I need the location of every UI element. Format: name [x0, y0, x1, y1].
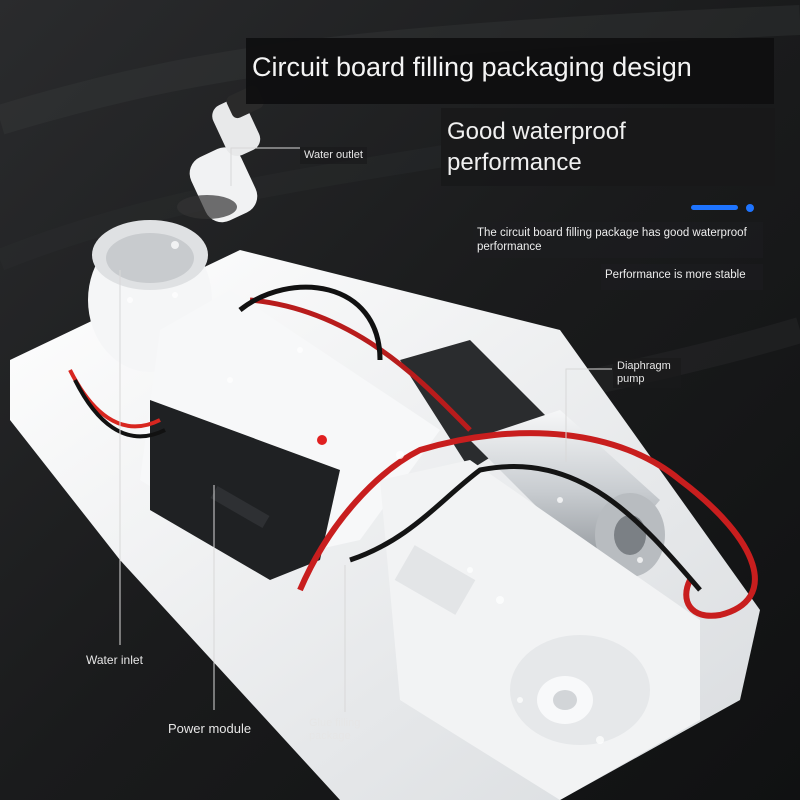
- description-box: The circuit board filling package has go…: [473, 222, 763, 258]
- accent-bar: [691, 205, 738, 210]
- wire-bundle: [73, 379, 166, 439]
- callout-lines: [119, 147, 612, 712]
- subtitle-banner: Good waterproof performance: [441, 108, 775, 186]
- black-wire: [238, 284, 383, 361]
- glue-filling-label: Glue filling package: [309, 717, 361, 742]
- glue-filling-housing: [380, 460, 700, 800]
- description-box-2: Performance is more stable: [601, 264, 763, 290]
- black-wire: [349, 464, 702, 592]
- water-outlet-label: Water outlet: [300, 147, 367, 164]
- description-1: The circuit board filling package has go…: [477, 227, 747, 253]
- diaphragm-pump-label: Diaphragm pump: [613, 358, 681, 388]
- diaphragm-pump-callout-line: [565, 368, 612, 462]
- page-title: Circuit board filling packaging design: [252, 52, 692, 82]
- description-2: Performance is more stable: [605, 269, 746, 281]
- red-wire: [297, 430, 758, 619]
- subtitle: Good waterproof performance: [447, 118, 626, 176]
- water-outlet-nozzle: [177, 85, 264, 223]
- water-outlet-callout-line: [230, 147, 300, 186]
- red-wire: [249, 297, 472, 432]
- accent-dot: [746, 204, 754, 212]
- water-inlet-label: Water inlet: [86, 653, 143, 667]
- water-droplets: [127, 241, 643, 744]
- power-module-label: Power module: [168, 721, 252, 736]
- title-banner: Circuit board filling packaging design: [246, 38, 774, 104]
